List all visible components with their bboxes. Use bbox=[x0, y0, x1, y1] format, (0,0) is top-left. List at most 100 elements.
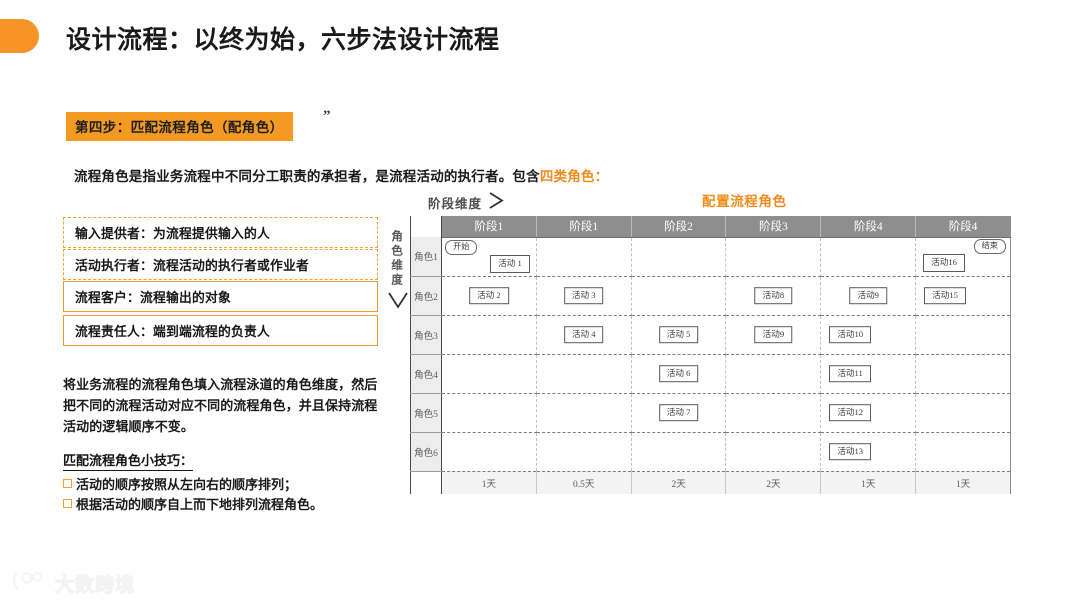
intro-accent: 四类角色： bbox=[539, 169, 609, 184]
lane-cell: 开始活动 1 bbox=[441, 237, 537, 277]
lane-cell bbox=[725, 432, 822, 472]
duration-cell-4: 2天 bbox=[725, 470, 822, 494]
stage-dimension: 阶段维度 bbox=[428, 188, 507, 216]
activity-node[interactable]: 活动12 bbox=[829, 403, 872, 422]
lane-cell: 活动9 bbox=[725, 315, 822, 355]
swimlane-title: 配置流程角色 bbox=[702, 194, 787, 209]
lane-cell bbox=[725, 393, 822, 433]
terminal-node[interactable]: 开始 bbox=[445, 239, 478, 255]
grid-header-corner bbox=[410, 216, 442, 237]
lane-cell: 活动 3 bbox=[536, 276, 632, 316]
lane-cell bbox=[820, 237, 917, 277]
lane-cell bbox=[725, 237, 822, 277]
activity-node[interactable]: 活动9 bbox=[849, 286, 887, 305]
intro-line: 流程角色是指业务流程中不同分工职责的承担者，是流程活动的执行者。包含四类角色： bbox=[74, 165, 608, 185]
activity-node[interactable]: 活动 3 bbox=[563, 286, 604, 305]
role-dimension-label: 角色维度 bbox=[390, 230, 403, 288]
stage-header-1: 阶段1 bbox=[441, 216, 537, 238]
activity-node[interactable]: 活动 2 bbox=[469, 286, 509, 305]
lane-cell bbox=[631, 432, 727, 472]
activity-node[interactable]: 活动 1 bbox=[490, 254, 530, 273]
watermark-text: 大数跨境 bbox=[54, 574, 136, 596]
step-badge: 第四步：匹配流程角色（配角色） bbox=[66, 112, 293, 141]
lane-cell bbox=[915, 393, 1011, 433]
role-definition-1: 输入提供者：为流程提供输入的人 bbox=[63, 217, 378, 248]
role-dimension: 角色维度 bbox=[386, 230, 414, 317]
grid-footer-corner bbox=[410, 470, 442, 494]
lane-cell bbox=[915, 354, 1011, 394]
stage-dimension-label: 阶段维度 bbox=[428, 196, 483, 211]
lane-cell: 活动 4 bbox=[536, 315, 632, 355]
stage-header-3: 阶段2 bbox=[631, 216, 727, 238]
duration-cell-5: 1天 bbox=[820, 470, 917, 494]
role-definition-2: 活动执行者：流程活动的执行者或作业者 bbox=[63, 249, 378, 280]
activity-node[interactable]: 活动 6 bbox=[658, 364, 699, 383]
terminal-node[interactable]: 结束 bbox=[973, 238, 1006, 254]
activity-node[interactable]: 活动9 bbox=[754, 325, 793, 344]
activity-node[interactable]: 活动8 bbox=[754, 286, 793, 305]
checkbox-icon bbox=[63, 498, 72, 508]
swimlane-row: 角色5 活动 7 活动12 bbox=[410, 393, 1011, 433]
lane-cell bbox=[441, 315, 537, 355]
intro-prefix: 流程角色是指业务流程中不同分工职责的承担者，是流程活动的执行者。包含 bbox=[74, 169, 540, 184]
lane-cell bbox=[725, 354, 822, 394]
lane-cell: 活动9 bbox=[820, 276, 917, 316]
role-label-4: 角色4 bbox=[410, 354, 442, 394]
tip-label: 活动的顺序按照从左向右的顺序排列； bbox=[76, 477, 298, 492]
tips-items: 活动的顺序按照从左向右的顺序排列； 根据活动的顺序自上而下地排列流程角色。 bbox=[63, 475, 393, 515]
activity-node[interactable]: 活动 4 bbox=[563, 325, 604, 344]
lane-cell: 活动8 bbox=[725, 276, 822, 316]
lane-cell bbox=[441, 432, 537, 472]
lane-cell: 活动 5 bbox=[631, 315, 727, 355]
stage-header-5: 阶段4 bbox=[820, 216, 917, 238]
activity-node[interactable]: 活动10 bbox=[829, 325, 872, 344]
activity-node[interactable]: 活动13 bbox=[829, 442, 872, 461]
lane-cell bbox=[915, 432, 1011, 472]
lane-cell: 活动15 bbox=[915, 276, 1011, 316]
lane-cell: 结束活动16 bbox=[915, 237, 1011, 277]
activity-node[interactable]: 活动11 bbox=[829, 364, 871, 383]
swimlane-row: 角色4 活动 6 活动11 bbox=[410, 354, 1011, 394]
role-label-5: 角色5 bbox=[410, 393, 442, 433]
duration-cell-1: 1天 bbox=[441, 470, 537, 494]
stage-header-2: 阶段1 bbox=[536, 216, 632, 238]
quote-mark-icon: ” bbox=[323, 108, 331, 124]
duration-cell-3: 2天 bbox=[631, 470, 727, 494]
stage-header-6: 阶段4 bbox=[915, 216, 1011, 238]
brand-mark-icon bbox=[12, 570, 49, 597]
chevron-down-icon bbox=[387, 290, 414, 317]
tip-item: 活动的顺序按照从左向右的顺序排列； bbox=[63, 475, 393, 495]
lane-cell: 活动 6 bbox=[631, 354, 727, 394]
stage-header-4: 阶段3 bbox=[725, 216, 822, 238]
lane-cell: 活动10 bbox=[820, 315, 917, 355]
lane-cell bbox=[536, 237, 632, 277]
role-label-3: 角色3 bbox=[410, 315, 442, 355]
lane-cell bbox=[631, 276, 727, 316]
lane-cell: 活动 2 bbox=[441, 276, 537, 316]
lane-cell bbox=[536, 432, 632, 472]
activity-node[interactable]: 活动 7 bbox=[658, 403, 699, 422]
activity-node[interactable]: 活动16 bbox=[923, 253, 965, 272]
body-paragraph: 将业务流程的流程角色填入流程泳道的角色维度，然后把不同的流程活动对应不同的流程角… bbox=[63, 377, 378, 435]
tips-heading: 匹配流程角色小技巧： bbox=[63, 450, 194, 471]
lane-cell: 活动11 bbox=[820, 354, 917, 394]
lane-cell: 活动12 bbox=[820, 393, 917, 433]
role-definition-4: 流程责任人：端到端流程的负责人 bbox=[63, 315, 378, 346]
checkbox-icon bbox=[63, 479, 72, 488]
lane-cell bbox=[631, 237, 727, 277]
activity-node[interactable]: 活动15 bbox=[924, 286, 966, 305]
lane-cell bbox=[536, 354, 632, 394]
lane-cell bbox=[441, 354, 537, 394]
activity-node[interactable]: 活动 5 bbox=[658, 325, 699, 344]
page-title: 设计流程：以终为始，六步法设计流程 bbox=[66, 26, 500, 54]
role-label-1: 角色1 bbox=[410, 237, 442, 277]
lane-cell bbox=[915, 315, 1011, 355]
tip-item: 根据活动的顺序自上而下地排列流程角色。 bbox=[63, 495, 393, 515]
swimlane-row: 角色3 活动 4 活动 5 活动9 活动10 bbox=[410, 315, 1011, 355]
lane-cell: 活动 7 bbox=[631, 393, 727, 433]
